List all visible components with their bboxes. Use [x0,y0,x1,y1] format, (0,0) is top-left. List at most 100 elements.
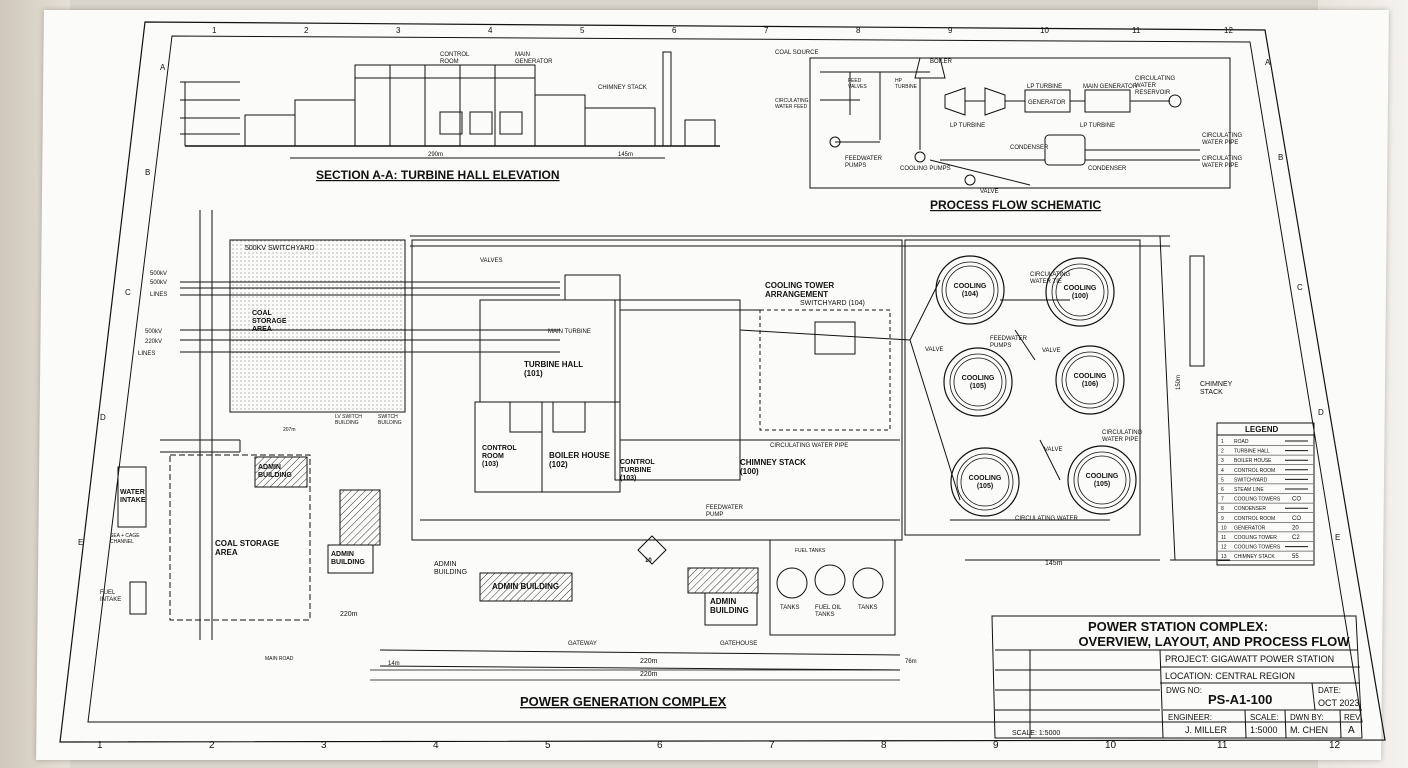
label-lp-turbine-b: LP TURBINE [950,123,985,129]
label-lines-top-3: LINES [150,292,167,298]
legend-row-num: 1 [1221,439,1224,445]
grid-col-top-10: 10 [1040,26,1049,35]
legend-row-text: CONTROL ROOM [1234,516,1275,522]
legend-row-num: 4 [1221,468,1224,474]
grid-col-top-5: 5 [580,26,585,35]
grid-col-bottom-8: 8 [881,740,887,751]
legend-row-num: 9 [1221,516,1224,522]
dim-220b: 220m [640,658,658,665]
legend-row-num: 13 [1221,554,1227,560]
grid-col-top-6: 6 [672,26,677,35]
grid-col-bottom-9: 9 [993,740,999,751]
grid-row-left-0: A [160,63,166,72]
cooling-tower-5-label: COOLING(105) [969,475,1002,490]
legend-row-text: SWITCHYARD [1234,477,1268,483]
scale-label: SCALE: [1250,713,1278,722]
date-label: DATE: [1318,686,1341,695]
dim-150: 150m [1176,375,1182,390]
label-circ-water-pipe: CIRCULATING WATER PIPE [770,443,848,449]
title-line-1: POWER STATION COMPLEX: [1088,619,1268,634]
grid-row-left-2: C [125,288,131,297]
grid-col-bottom-10: 10 [1105,740,1117,751]
legend-row-num: 12 [1221,545,1227,551]
legend-row-text: CONDENSER [1234,506,1266,512]
legend-row-text: CONTROL ROOM [1234,468,1275,474]
grid-col-top-9: 9 [948,26,953,35]
label-condenser: CONDENSER [1010,145,1049,151]
engineer-label: ENGINEER: [1168,713,1212,722]
label-switchyard: 500KV SWITCHYARD [245,245,315,252]
title-block-text: POWER STATION COMPLEX: OVERVIEW, LAYOUT,… [1012,619,1362,737]
grid-col-bottom-4: 4 [433,740,439,751]
turbine-hall-elevation [180,51,720,159]
label-switchyard-104: SWITCHYARD (104) [800,300,865,307]
label-lp-turbine-top: LP TURBINE [1027,84,1062,90]
legend-row-num: 6 [1221,487,1224,493]
label-lines-top-2: 500kV [150,280,167,286]
label-gateway: GATEWAY [568,641,597,647]
grid-col-top-1: 1 [212,26,217,35]
cooling-tower-4-label: COOLING(106) [1074,373,1107,388]
cooling-tower-ring [953,357,1003,407]
legend-row-text: TURBINE HALL [1234,449,1270,455]
cooling-towers: COOLING(104)COOLING(100)COOLING(105)COOL… [935,255,1137,517]
dwg-no-label: DWG NO: [1166,686,1202,695]
label-valve-1: VALVE [925,347,943,353]
complex-title: POWER GENERATION COMPLEX [520,694,727,709]
label-chimney-stack: CHIMNEY STACK [598,85,647,91]
marker-10: 10 [645,558,652,564]
label-admin-bottom: ADMIN BUILDING [492,582,559,591]
cooling-tower-ring [943,347,1013,417]
engineer: J. MILLER [1185,725,1228,735]
grid-col-bottom-11: 11 [1217,740,1228,751]
sheet-border [59,21,1386,743]
cooling-tower-ring [1067,445,1137,515]
dim-14: 14m [388,661,400,667]
cooling-tower-ring [1045,257,1115,327]
label-cooling-pumps: COOLING PUMPS [900,166,951,172]
legend-row-num: 11 [1221,535,1226,541]
grid-col-bottom-2: 2 [209,740,215,751]
grid-row-right-3: D [1318,408,1324,417]
cooling-tower-ring [1051,263,1109,321]
label-coal-source: COAL SOURCE [775,50,818,56]
label-valve-2: VALVE [1042,348,1060,354]
label-boiler: BOILER [930,59,953,65]
process-flow-schematic [809,57,1231,189]
legend-row-symbol: CO [1292,497,1301,503]
label-lines-bot: 500kV [145,329,162,335]
scale: 1:5000 [1250,725,1278,735]
label-generator: GENERATOR [1028,100,1066,106]
cooling-tower-ring [941,261,999,319]
grid-row-right-2: C [1297,283,1303,292]
cooling-tower-3-label: COOLING(105) [962,375,995,390]
label-tank-1: TANKS [780,605,800,611]
grid-col-top-3: 3 [396,26,401,35]
legend-row-symbol: 55 [1292,554,1299,560]
legend-row-text: ROAD [1234,439,1249,445]
location: LOCATION: CENTRAL REGION [1165,671,1295,681]
grid-col-top-11: 11 [1132,26,1141,35]
